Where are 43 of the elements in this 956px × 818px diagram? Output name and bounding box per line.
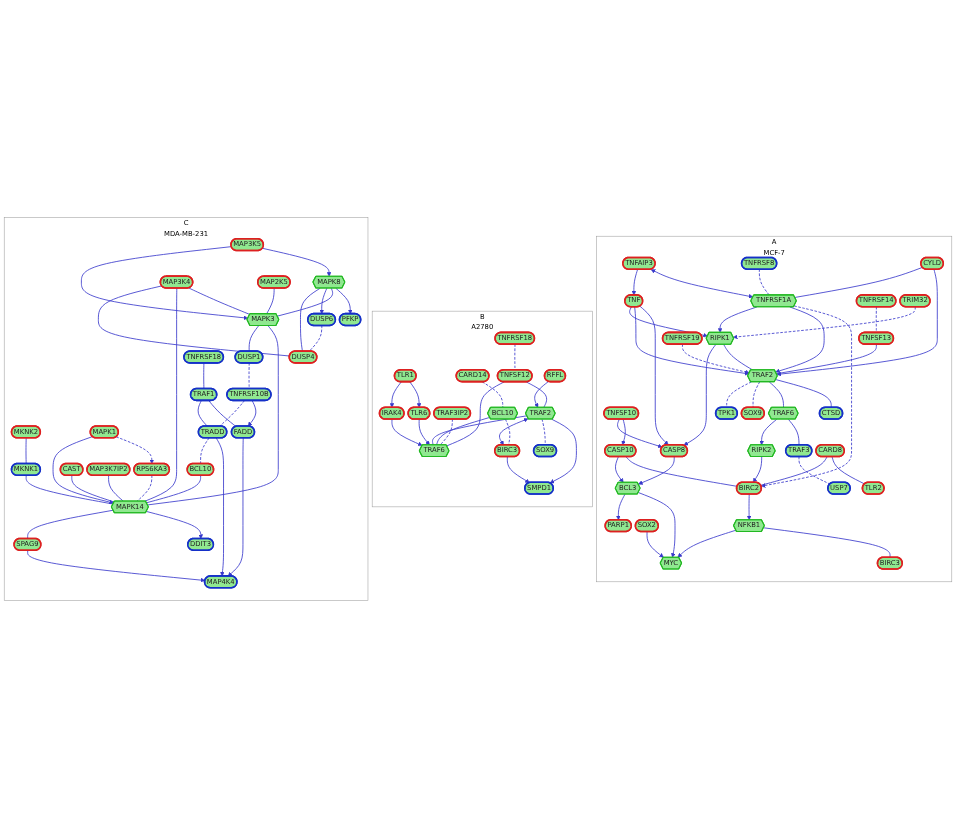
- connector: [219, 400, 245, 427]
- connector: [439, 418, 453, 446]
- connector: [798, 456, 831, 485]
- connector: [514, 344, 516, 371]
- connector: [188, 287, 251, 315]
- connector: [208, 400, 237, 427]
- connector: [27, 509, 114, 540]
- connector: [25, 475, 114, 505]
- connector: [726, 381, 752, 408]
- connector: [248, 325, 260, 352]
- connector: [203, 362, 205, 390]
- connector: [144, 287, 178, 502]
- connector: [108, 475, 124, 502]
- connector: [788, 418, 800, 446]
- connector: [436, 416, 491, 446]
- connector: [248, 362, 250, 390]
- connector: [147, 325, 279, 506]
- connector: [197, 400, 208, 427]
- connector: [875, 306, 877, 334]
- connector: [200, 437, 210, 465]
- connector: [831, 456, 866, 485]
- connector: [541, 418, 546, 446]
- connector: [71, 475, 115, 503]
- connector: [97, 285, 291, 357]
- connector: [760, 456, 828, 486]
- connector: [723, 344, 754, 371]
- connector: [758, 269, 770, 296]
- connector: [752, 381, 761, 408]
- connector: [146, 475, 202, 504]
- connector: [794, 266, 923, 298]
- connector: [25, 437, 27, 465]
- connector: [775, 379, 832, 408]
- connector: [446, 381, 505, 447]
- connector: [300, 287, 321, 352]
- connector: [776, 344, 877, 375]
- connector: [136, 475, 153, 502]
- connector: [505, 418, 511, 446]
- connector: [763, 527, 891, 558]
- connector: [266, 287, 275, 315]
- connector: [308, 325, 323, 352]
- connector: [432, 415, 528, 446]
- connector: [768, 381, 784, 408]
- connector: [481, 381, 504, 408]
